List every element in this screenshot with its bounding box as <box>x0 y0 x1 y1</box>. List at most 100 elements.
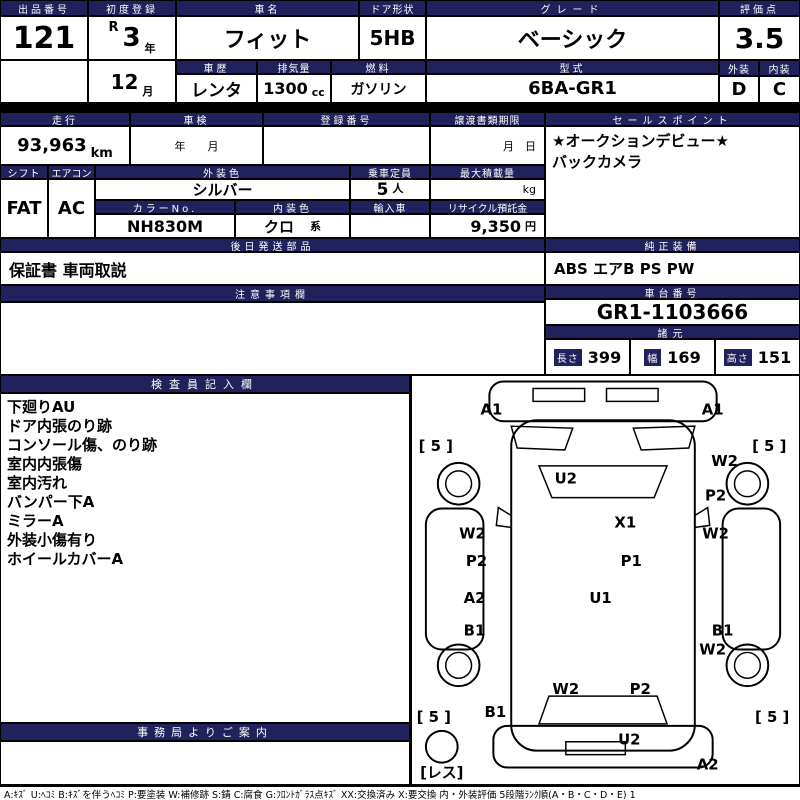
spec-height-label: 高さ <box>723 348 752 366</box>
shift-label: シフト <box>0 165 48 179</box>
transfer-deadline-label: 譲渡書類期限 <box>430 112 545 126</box>
recycle-deposit-label: リサイクル預託金 <box>430 200 545 214</box>
damage-marker: A2 <box>697 756 719 774</box>
damage-marker: X1 <box>614 513 636 531</box>
exterior-color-label: 外装色 <box>95 165 350 179</box>
wheel-rear-left-inner <box>444 651 473 679</box>
color-number-label: カラーNo. <box>95 200 235 214</box>
sales-point-line: バックカメラ <box>552 153 643 171</box>
capacity-cell: 5 人 <box>350 179 430 200</box>
grade-label: グレード <box>426 0 719 16</box>
damage-marker: [レス] <box>420 763 463 781</box>
fuel-value: ガソリン <box>331 74 426 103</box>
recycle-deposit-unit: 円 <box>525 220 536 233</box>
front-grille-shape <box>532 387 586 403</box>
exterior-grade-label: 外装 <box>719 60 759 76</box>
recycle-deposit-cell: 9,350 円 <box>430 214 545 238</box>
spec-width-value: 169 <box>667 347 701 367</box>
registration-number-label: 登録番号 <box>263 112 430 126</box>
spec-width-cell: 幅 169 <box>630 339 715 375</box>
headlight-right-shape <box>632 425 696 451</box>
damage-marker: B1 <box>712 622 734 640</box>
score-label: 評価点 <box>719 0 800 16</box>
sales-points-label: セールスポイント <box>545 112 800 126</box>
displacement-unit: cc <box>311 86 325 99</box>
section-divider-bar <box>0 103 800 112</box>
interior-color-cell: クロ 系 <box>235 214 350 238</box>
spec-height-cell: 高さ 151 <box>715 339 800 375</box>
damage-marker: P2 <box>630 680 651 698</box>
side-panel-right-shape <box>721 507 782 651</box>
aircon-label: エアコン <box>48 165 95 179</box>
later-parts-value: 保証書 車両取説 <box>0 252 545 285</box>
damage-marker: W2 <box>459 524 486 542</box>
damage-marker: [ 5 ] <box>755 708 789 726</box>
sales-points-area: ★オークションデビュー★ バックカメラ <box>545 126 800 238</box>
rear-window-shape <box>537 695 669 725</box>
damage-marker: [ 5 ] <box>419 437 453 455</box>
payload-unit: kg <box>430 179 545 200</box>
caution-notes-area <box>0 302 545 375</box>
era-letter: R <box>108 20 119 35</box>
spare-tire-shape <box>424 729 459 764</box>
first-reg-year: 3 <box>122 23 141 53</box>
spec-length-label: 長さ <box>553 348 582 366</box>
damage-marker: W2 <box>699 640 726 658</box>
rear-plate-shape <box>565 741 627 756</box>
model-code-value: 6BA-GR1 <box>426 74 719 103</box>
aircon-value: AC <box>48 179 95 238</box>
displacement-cell: 1300 cc <box>257 74 331 103</box>
damage-marker: U2 <box>618 731 640 749</box>
sales-point-line: ★オークションデビュー★ <box>552 132 729 150</box>
damage-marker: A1 <box>480 400 502 418</box>
transfer-deadline-value: 月 日 <box>430 126 545 165</box>
shift-value: FAT <box>0 179 48 238</box>
legend-bar: A:ｷｽﾞ U:ﾍｺﾐ B:ｷｽﾞを伴うﾍｺﾐ P:要塗装 W:補修跡 S:錆 … <box>0 785 800 800</box>
damage-marker: U2 <box>555 470 577 488</box>
capacity-label: 乗車定員 <box>350 165 430 179</box>
inspector-note: ホイールカバーA <box>7 550 124 568</box>
car-name-label: 車名 <box>176 0 359 16</box>
inspector-note: 室内内張傷 <box>7 455 83 473</box>
first-reg-label: 初度登録 <box>88 0 176 16</box>
first-reg-month: 12 <box>110 69 139 94</box>
month-unit: 月 <box>142 85 154 98</box>
interior-grade-label: 内装 <box>759 60 800 76</box>
registration-number-value <box>263 126 430 165</box>
wheel-front-left-shape <box>436 461 481 506</box>
damage-marker: P1 <box>621 552 642 570</box>
spec-length-value: 399 <box>587 347 622 367</box>
damage-marker: B1 <box>485 703 507 721</box>
car-body-shape <box>510 419 696 752</box>
lot-number-label: 出品番号 <box>0 0 88 16</box>
wheel-front-left-inner <box>444 470 473 498</box>
damage-marker: A2 <box>464 589 486 607</box>
history-label: 車歴 <box>176 60 257 74</box>
lot-empty-cell <box>0 60 88 103</box>
spec-length-cell: 長さ 399 <box>545 339 630 375</box>
recycle-deposit-value: 9,350 <box>470 216 521 236</box>
displacement-label: 排気量 <box>257 60 331 74</box>
inspector-panel-label: 検査員記入欄 <box>0 375 410 393</box>
inspector-note: コンソール傷、のり跡 <box>7 436 158 454</box>
wheel-front-right-inner <box>733 470 762 498</box>
interior-color-label: 内装色 <box>235 200 350 214</box>
damage-marker: W2 <box>552 680 579 698</box>
year-unit: 年 <box>144 42 156 55</box>
door-shape-value: 5HB <box>359 16 426 60</box>
office-info-label: 事務局よりご案内 <box>0 723 410 741</box>
damage-marker: B1 <box>464 622 486 640</box>
damage-marker: W2 <box>711 452 738 470</box>
inspector-note: バンパー下A <box>7 493 95 511</box>
wheel-rear-right-shape <box>725 643 770 688</box>
wheel-front-right-shape <box>725 461 770 506</box>
inspector-note: ドア内張のり跡 <box>7 417 113 435</box>
capacity-unit: 人 <box>392 182 404 195</box>
chassis-number-value: GR1-1103666 <box>545 299 800 325</box>
side-panel-left-shape <box>424 507 485 651</box>
exterior-grade-value: D <box>719 76 759 103</box>
spec-height-value: 151 <box>757 347 792 367</box>
damage-marker: [ 5 ] <box>417 708 451 726</box>
